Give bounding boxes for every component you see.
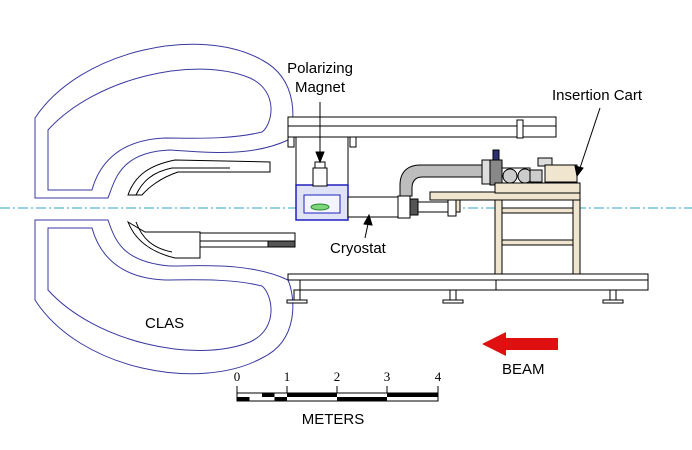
scale-tick-3: 3 — [384, 369, 391, 384]
rail-track — [286, 273, 649, 304]
label-pointers — [315, 102, 601, 239]
cryostat — [347, 195, 457, 219]
beam-arrow — [482, 332, 558, 356]
clas-upper-outer-coil — [34, 43, 294, 199]
polarizing-magnet-label-line2: Magnet — [295, 79, 346, 96]
polarizing-magnet-housing — [295, 136, 349, 221]
clas-lower-inner-coil — [47, 227, 272, 351]
scale-unit-label: METERS — [302, 411, 365, 428]
clas-label: CLAS — [145, 315, 184, 332]
clas-detector — [34, 43, 294, 375]
overhead-support-beam — [287, 116, 557, 148]
scale-tick-4: 4 — [435, 369, 442, 384]
cryostat-label: Cryostat — [330, 240, 387, 257]
scale-tick-1: 1 — [284, 369, 291, 384]
clas-upper-inner-coil — [47, 68, 272, 191]
insertion-cart — [429, 182, 581, 276]
polarizing-magnet-label-line1: Polarizing — [287, 60, 353, 77]
clas-lower-outer-coil — [34, 219, 294, 375]
scale-tick-2: 2 — [334, 369, 341, 384]
insertion-cart-label: Insertion Cart — [552, 87, 643, 104]
scale-tick-0: 0 — [234, 369, 241, 384]
pump-assembly — [489, 149, 578, 186]
scale-bar: 0 1 2 3 4 METERS — [234, 369, 442, 428]
pump-line — [399, 159, 499, 197]
beam-label: BEAM — [502, 361, 545, 378]
forward-segments — [127, 159, 296, 259]
